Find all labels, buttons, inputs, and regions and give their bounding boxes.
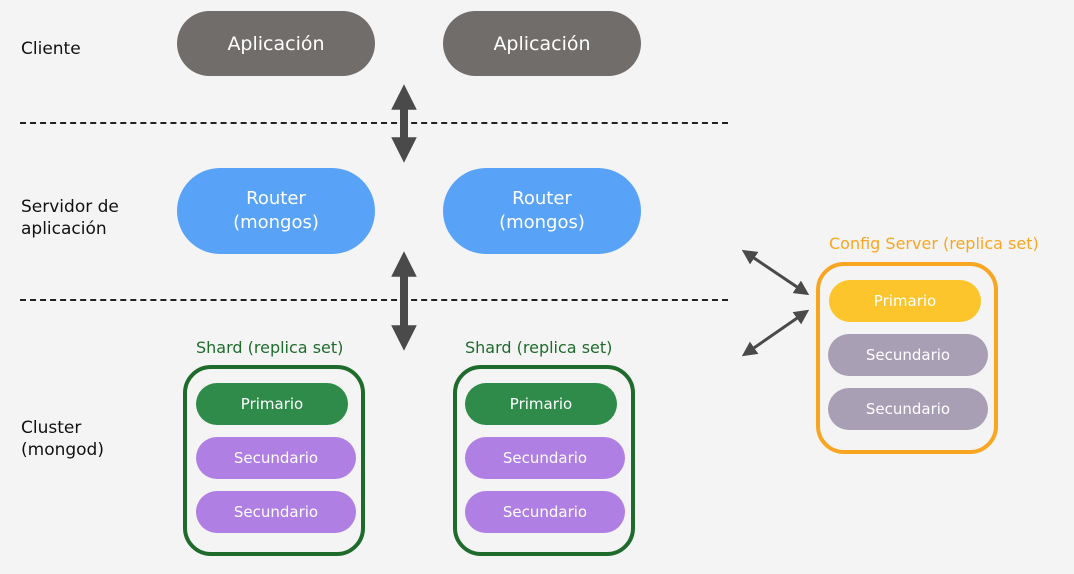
shard-replica-set-box [453,365,635,556]
shard-secondary-node: Secundario [465,491,625,533]
double-arrow-icon [741,249,810,296]
tier-label-app-server: Servidor de aplicación [21,197,119,239]
shard-title: Shard (replica set) [196,338,344,357]
tier-label-client: Cliente [21,39,81,59]
config-secondary-node: Secundario [828,334,988,376]
shard-secondary-node: Secundario [196,491,356,533]
application-node: Aplicación [177,11,375,76]
router-node: Router (mongos) [177,168,375,254]
double-arrow-icon [741,309,810,357]
shard-secondary-node: Secundario [196,437,356,479]
shard-primary-node: Primario [465,383,617,425]
shard-title: Shard (replica set) [465,338,613,357]
shard-primary-node: Primario [196,383,348,425]
application-node: Aplicación [443,11,641,76]
shard-secondary-node: Secundario [465,437,625,479]
shard-replica-set-box [183,365,365,556]
config-server-title: Config Server (replica set) [829,234,1039,253]
router-node: Router (mongos) [443,168,641,254]
config-server-replica-set-box [816,262,998,454]
tier-divider-bottom [20,299,728,301]
tier-divider-top [20,122,728,124]
tier-label-cluster: Cluster (mongod) [21,418,104,460]
config-primary-node: Primario [829,280,981,322]
config-secondary-node: Secundario [828,388,988,430]
